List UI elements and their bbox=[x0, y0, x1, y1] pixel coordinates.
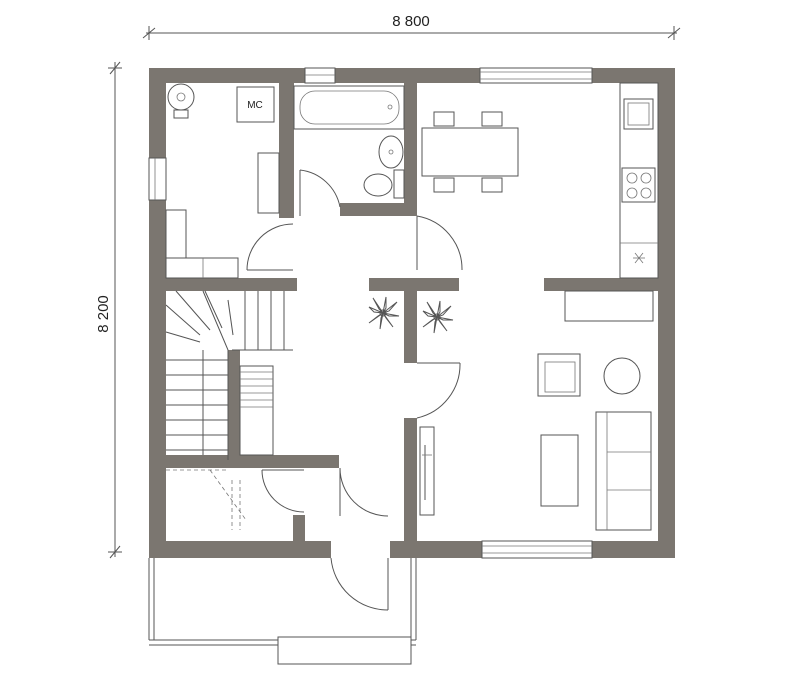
height-dimension: 8 200 bbox=[95, 61, 122, 559]
kitchen bbox=[421, 82, 659, 279]
plant-icon-left bbox=[368, 296, 400, 330]
armchair-icon bbox=[537, 353, 581, 397]
coffee-table bbox=[540, 434, 579, 507]
boiler-icon bbox=[167, 83, 195, 111]
boiler-cabinet bbox=[257, 152, 280, 214]
plant-icon-right bbox=[422, 300, 454, 334]
porch bbox=[148, 558, 417, 665]
boiler-counter bbox=[165, 257, 239, 279]
bathtub-icon bbox=[293, 85, 405, 130]
mc-box bbox=[236, 86, 275, 123]
toilet-icon bbox=[363, 173, 393, 197]
doors bbox=[246, 169, 463, 611]
dining-table bbox=[421, 127, 519, 177]
stair-cabinet bbox=[239, 365, 274, 456]
staircase bbox=[165, 290, 293, 530]
boiler-room: МС bbox=[165, 83, 280, 279]
mc-label: МС bbox=[247, 100, 263, 111]
sink-icon bbox=[623, 98, 654, 130]
width-dimension: 8 800 bbox=[142, 13, 681, 40]
windows bbox=[148, 67, 593, 559]
height-label: 8 200 bbox=[95, 295, 112, 333]
sofa-icon bbox=[595, 411, 652, 531]
stove-icon bbox=[621, 167, 656, 203]
tv-stand bbox=[564, 290, 654, 322]
width-label: 8 800 bbox=[392, 13, 430, 30]
bathroom bbox=[293, 85, 405, 199]
living-room bbox=[419, 290, 654, 531]
washbasin-icon bbox=[378, 135, 404, 169]
round-table bbox=[603, 357, 641, 395]
interior-walls bbox=[149, 68, 675, 558]
fireplace bbox=[419, 426, 435, 516]
